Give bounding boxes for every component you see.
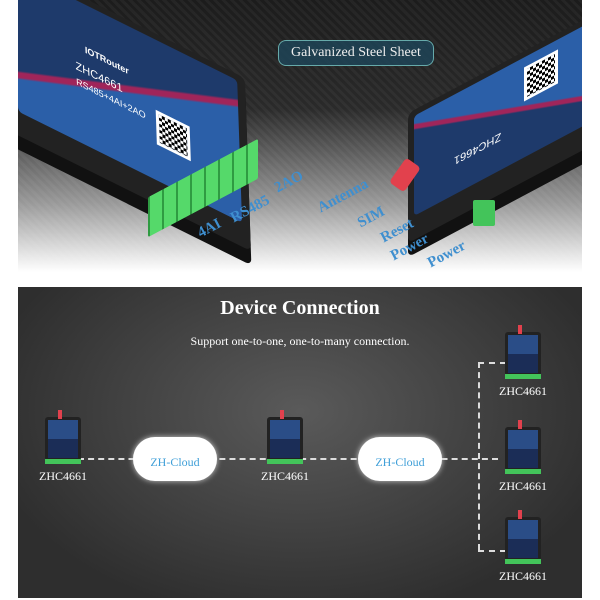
node-label: ZHC4661 — [499, 384, 547, 398]
product-photo: IOTRouter ZHC4661 RS485+4AI+2AO 4AI RS48… — [18, 0, 582, 272]
qr-code — [524, 49, 558, 102]
device-rear-view: ZHC4661 — [408, 6, 582, 244]
diagram-title: Device Connection — [220, 297, 380, 319]
label-sim: SIM — [355, 203, 388, 232]
node-label: ZHC4661 — [499, 569, 547, 583]
galvanized-steel-callout: Galvanized Steel Sheet — [278, 40, 434, 66]
node-label: ZHC4661 — [39, 469, 87, 483]
power-terminal — [473, 200, 495, 226]
device-node: ZHC4661 — [488, 420, 558, 494]
node-label: ZHC4661 — [261, 469, 309, 483]
connection-line — [478, 362, 480, 550]
cloud-node: ZH-Cloud — [358, 423, 442, 481]
device-icon — [267, 410, 303, 464]
diagram-subtitle: Support one-to-one, one-to-many connecti… — [190, 334, 410, 348]
device-front-view: IOTRouter ZHC4661 RS485+4AI+2AO — [18, 0, 251, 252]
cloud-node: ZH-Cloud — [133, 423, 217, 481]
device-icon — [505, 325, 541, 379]
device-icon — [505, 420, 541, 474]
device-model: ZHC4661 — [454, 129, 502, 167]
label-antenna: Antenna — [315, 176, 372, 217]
connection-line — [478, 362, 506, 364]
label-2ao: 2AO — [272, 167, 307, 197]
node-label: ZHC4661 — [499, 479, 547, 493]
label-power-2: Power — [425, 237, 469, 272]
connection-line — [478, 550, 506, 552]
device-icon — [45, 410, 81, 464]
device-node: ZHC4661 — [250, 410, 320, 484]
device-node: ZHC4661 — [488, 510, 558, 584]
device-node: ZHC4661 — [28, 410, 98, 484]
device-icon — [505, 510, 541, 564]
device-node: ZHC4661 — [488, 325, 558, 399]
device-connection-diagram: Device Connection Support one-to-one, on… — [18, 287, 582, 598]
qr-code — [155, 109, 191, 162]
